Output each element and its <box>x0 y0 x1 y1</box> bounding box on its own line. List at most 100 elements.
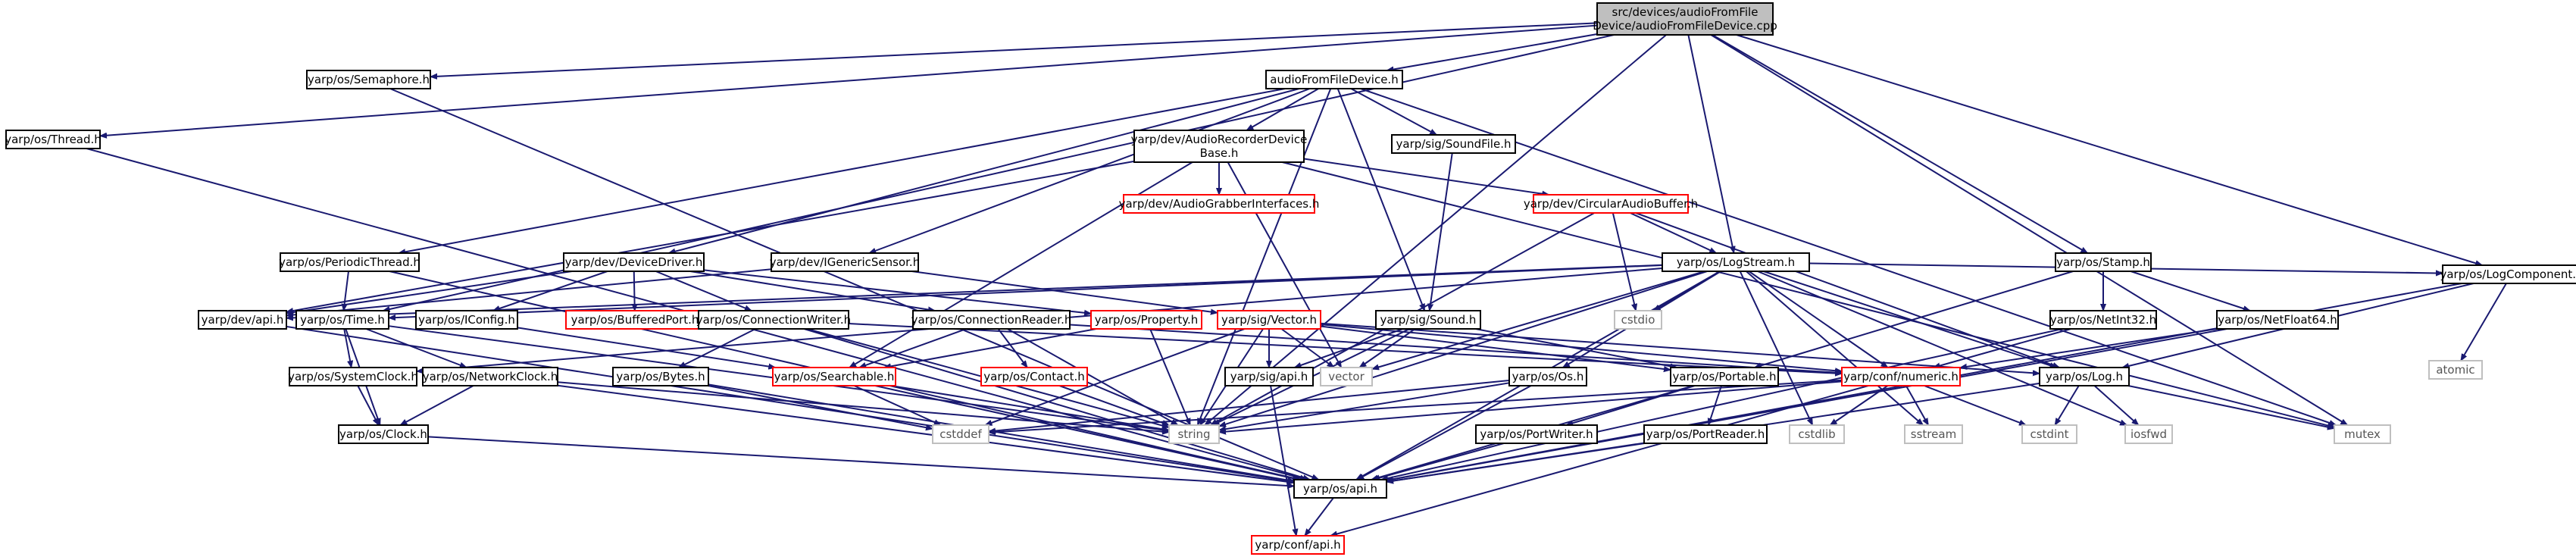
node-igeneric[interactable]: yarp/dev/IGenericSensor.h <box>770 252 920 272</box>
node-iosfwd[interactable]: iosfwd <box>2124 424 2173 444</box>
node-label: yarp/os/Portable.h <box>1673 370 1777 383</box>
node-searchable[interactable]: yarp/os/Searchable.h <box>772 367 896 386</box>
node-box <box>1475 424 1598 444</box>
node-periodic[interactable]: yarp/os/PeriodicThread.h <box>279 252 420 272</box>
node-grabber[interactable]: yarp/dev/AudioGrabberInterfaces.h <box>1119 194 1320 214</box>
node-cstddef[interactable]: cstddef <box>932 424 989 444</box>
node-os[interactable]: yarp/os/Os.h <box>1508 367 1587 386</box>
node-netint32[interactable]: yarp/os/NetInt32.h <box>2049 310 2157 330</box>
node-label: yarp/os/Property.h <box>1095 313 1198 327</box>
node-connwriter[interactable]: yarp/os/ConnectionWriter.h <box>696 310 851 330</box>
node-buffport[interactable]: yarp/os/BufferedPort.h <box>565 310 705 330</box>
node-devapi[interactable]: yarp/dev/api.h <box>198 310 287 330</box>
node-box <box>771 252 919 272</box>
node-time[interactable]: yarp/os/Time.h <box>295 310 389 330</box>
node-confapi[interactable]: yarp/conf/api.h <box>1251 535 1345 555</box>
node-cstdint[interactable]: cstdint <box>2021 424 2077 444</box>
node-log[interactable]: yarp/os/Log.h <box>2039 367 2130 386</box>
node-cstdlib[interactable]: cstdlib <box>1789 424 1845 444</box>
edge-searchable-to-cstddef <box>853 385 940 426</box>
edge-afd_h-to-periodic <box>399 88 1286 253</box>
node-box <box>1391 134 1516 154</box>
node-label: atomic <box>2436 363 2474 377</box>
node-osapi[interactable]: yarp/os/api.h <box>1293 479 1387 499</box>
node-box <box>1168 424 1220 444</box>
node-semaphore[interactable]: yarp/os/Semaphore.h <box>306 70 431 89</box>
node-box <box>563 252 705 272</box>
node-sysclock[interactable]: yarp/os/SystemClock.h <box>288 367 418 386</box>
node-iconfig[interactable]: yarp/os/IConfig.h <box>415 310 518 330</box>
node-numeric[interactable]: yarp/conf/numeric.h <box>1841 367 1961 386</box>
node-label: yarp/dev/AudioGrabberInterfaces.h <box>1119 197 1320 211</box>
node-devdriver[interactable]: yarp/dev/DeviceDriver.h <box>563 252 705 272</box>
node-logstream[interactable]: yarp/os/LogStream.h <box>1662 252 1810 272</box>
node-sstream[interactable]: sstream <box>1904 424 1963 444</box>
edge-logcomp-to-atomic <box>2460 283 2507 361</box>
edge-searchable-to-osapi <box>874 385 1299 480</box>
node-box <box>338 424 429 444</box>
node-netfloat64[interactable]: yarp/os/NetFloat64.h <box>2216 310 2339 330</box>
node-mutex[interactable]: mutex <box>2334 424 2391 444</box>
node-box <box>2055 252 2152 272</box>
edge-stamp-to-portable <box>1755 271 2074 368</box>
node-afd_h[interactable]: audioFromFileDevice.h <box>1265 70 1403 89</box>
node-portwriter[interactable]: yarp/os/PortWriter.h <box>1475 424 1598 444</box>
edge-portable-to-portreader <box>1708 385 1723 425</box>
edge-logstream-to-cstdlib <box>1739 271 1814 425</box>
node-logcomp[interactable]: yarp/os/LogComponent.h <box>2440 264 2576 284</box>
node-circbuf[interactable]: yarp/dev/CircularAudioBuffer.h <box>1524 194 1698 214</box>
node-clock[interactable]: yarp/os/Clock.h <box>338 424 429 444</box>
node-label: yarp/os/Time.h <box>300 313 385 327</box>
edge-rec_base-to-vectorstd <box>1227 161 1343 368</box>
node-stamp[interactable]: yarp/os/Stamp.h <box>2055 252 2152 272</box>
edge-numeric-to-confapi <box>1330 385 1869 536</box>
node-portreader[interactable]: yarp/os/PortReader.h <box>1643 424 1768 444</box>
edge-property-to-string <box>1149 328 1191 425</box>
node-portable[interactable]: yarp/os/Portable.h <box>1670 367 1779 386</box>
node-label: src/devices/audioFromFile <box>1612 5 1758 19</box>
node-sigapi[interactable]: yarp/sig/api.h <box>1224 367 1314 386</box>
edge-igeneric-to-devapi <box>286 268 772 315</box>
node-string[interactable]: string <box>1168 424 1220 444</box>
edge-log-to-cstdint <box>2054 385 2080 425</box>
node-label: yarp/os/ConnectionReader.h <box>911 313 1072 327</box>
node-sound[interactable]: yarp/sig/Sound.h <box>1375 310 1481 330</box>
node-connreader[interactable]: yarp/os/ConnectionReader.h <box>911 310 1072 330</box>
edge-searchable-to-string <box>890 385 1169 430</box>
node-box <box>2049 310 2157 330</box>
node-box <box>1643 424 1768 444</box>
edge-log-to-iosfwd <box>2093 385 2138 425</box>
edge-rec_base-to-circbuf <box>1303 158 1549 195</box>
edge-vector-to-portable <box>1320 325 1671 370</box>
edge-afd_h-to-sound <box>1336 88 1426 311</box>
node-soundfile[interactable]: yarp/sig/SoundFile.h <box>1391 134 1516 154</box>
edge-time-to-sysclock <box>343 328 352 368</box>
node-cstdio[interactable]: cstdio <box>1614 310 1662 330</box>
edge-netclock-to-osapi <box>557 384 1294 483</box>
edge-afd_h-to-mutex <box>1360 88 2336 425</box>
node-root[interactable]: src/devices/audioFromFileDevice/audioFro… <box>1593 2 1777 36</box>
node-atomic[interactable]: atomic <box>2428 360 2483 380</box>
node-box <box>1090 310 1202 330</box>
edge-property-to-searchable <box>884 328 1097 368</box>
node-box <box>1224 367 1314 386</box>
node-label: cstdint <box>2030 427 2068 441</box>
node-netclock[interactable]: yarp/os/NetworkClock.h <box>422 367 558 386</box>
node-label: yarp/os/Semaphore.h <box>308 73 430 86</box>
node-vectorstd[interactable]: vector <box>1320 367 1373 386</box>
node-bytes[interactable]: yarp/os/Bytes.h <box>612 367 709 386</box>
edge-devdriver-to-property <box>703 269 1091 313</box>
node-contact[interactable]: yarp/os/Contact.h <box>980 367 1088 386</box>
node-thread[interactable]: yarp/os/Thread.h <box>5 130 102 149</box>
edge-sound-to-portable <box>1475 328 1677 368</box>
node-property[interactable]: yarp/os/Property.h <box>1090 310 1202 330</box>
node-vector[interactable]: yarp/sig/Vector.h <box>1217 310 1321 330</box>
node-box <box>1217 310 1321 330</box>
node-box <box>1789 424 1845 444</box>
node-label: yarp/os/Searchable.h <box>774 370 895 383</box>
edge-sound-to-sigapi <box>1295 328 1403 368</box>
node-label: yarp/dev/api.h <box>202 313 284 327</box>
node-label: cstdio <box>1621 313 1655 327</box>
